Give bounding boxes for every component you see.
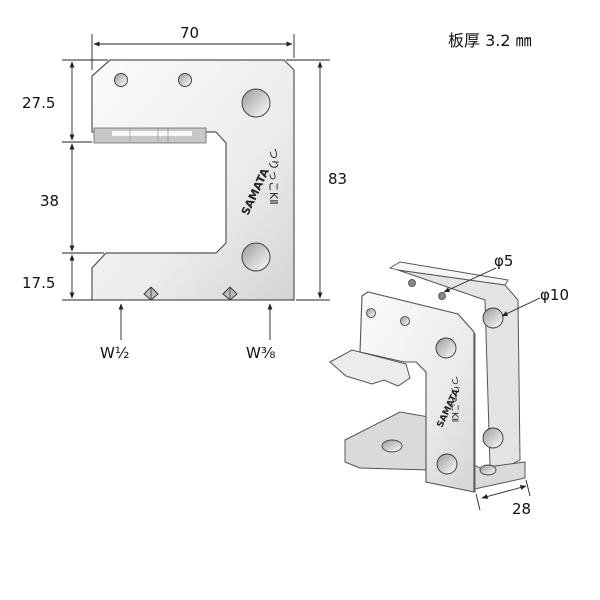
depth-ext-left [475, 493, 481, 511]
segment-top-label: 27.5 [22, 94, 55, 112]
thread-marker-left [143, 286, 159, 301]
front-view: SAMATA つりっこKⅡ [91, 59, 295, 301]
iso-back-top [388, 261, 509, 286]
depth-dim-line [481, 485, 527, 499]
flange-highlight [112, 131, 192, 136]
iso-base-hole [381, 439, 403, 453]
large-hole-top [241, 88, 271, 118]
iso-large-hole-top [435, 337, 457, 359]
segment-bottom-label: 17.5 [22, 274, 55, 292]
iso-view: SAMATA つりっこKⅡ [329, 261, 526, 493]
iso-dimensions [443, 267, 541, 511]
iso-small-hole-2 [400, 316, 410, 326]
small-hole-left [114, 73, 128, 87]
depth-label: 28 [512, 500, 531, 518]
large-hole-leader [501, 297, 541, 317]
small-hole-leader [443, 267, 497, 293]
callout-left-label: W½ [100, 344, 129, 362]
iso-small-hole-1 [366, 308, 376, 318]
segment-middle-label: 38 [40, 192, 59, 210]
callout-right-label: W⅜ [246, 344, 275, 362]
plate-thickness-label: 板厚 3.2 ㎜ [448, 31, 532, 50]
iso-base-hole-2 [479, 464, 497, 476]
iso-back-hole-1 [408, 279, 416, 287]
small-hole-label: φ5 [494, 252, 513, 270]
small-hole-right [178, 73, 192, 87]
width-label: 70 [180, 24, 199, 42]
thread-marker-right [222, 286, 238, 301]
depth-ext-right [525, 479, 531, 497]
front-dimensions [62, 34, 330, 340]
iso-front-tab [329, 349, 411, 387]
iso-back-large-hole-bottom [482, 427, 504, 449]
iso-product-name: つりっこKⅡ [449, 376, 460, 422]
height-label: 83 [328, 170, 347, 188]
front-product-name: つりっこKⅡ [267, 148, 280, 205]
iso-large-hole-bottom [436, 453, 458, 475]
large-hole-bottom [241, 242, 271, 272]
iso-back-large-hole-top [482, 307, 504, 329]
large-hole-label: φ10 [540, 286, 569, 304]
iso-back-hole-2 [438, 292, 446, 300]
